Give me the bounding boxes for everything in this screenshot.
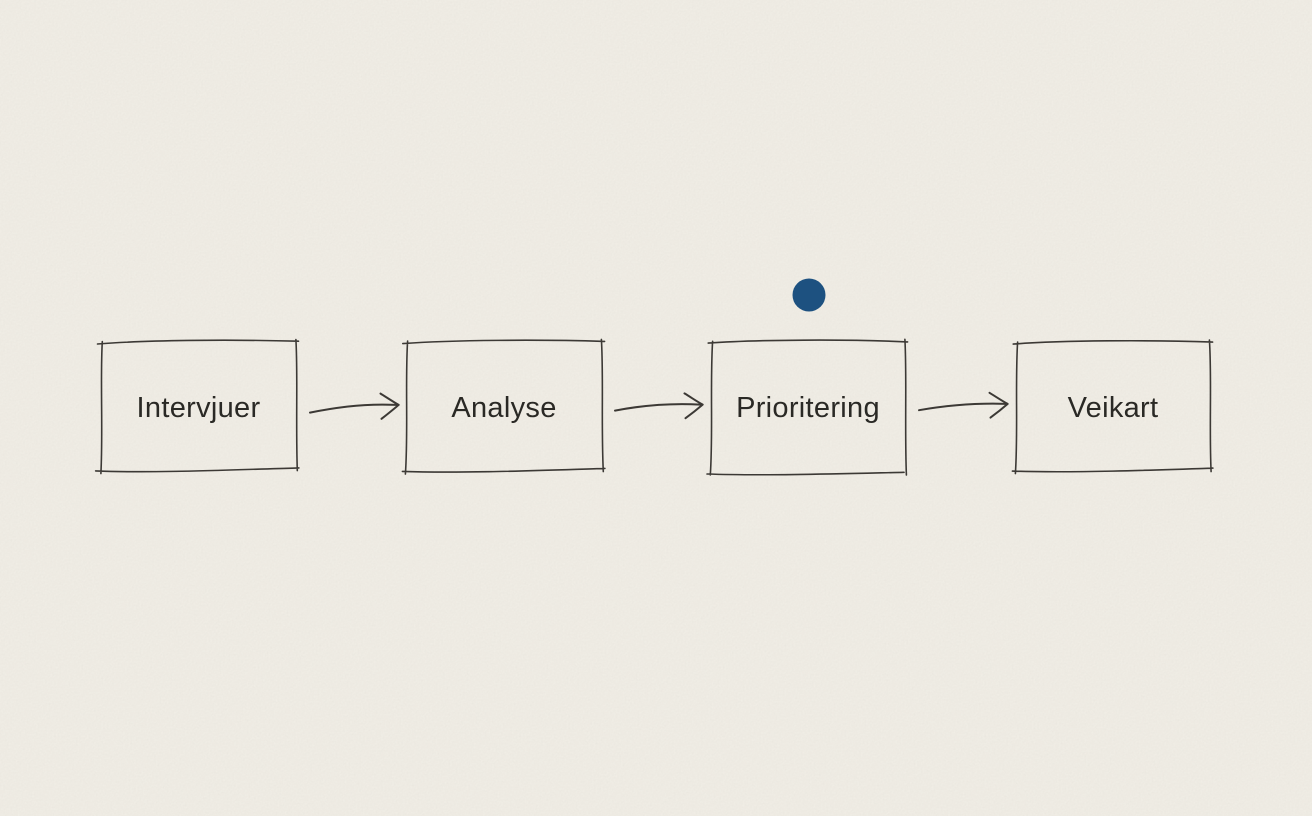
arrow-prioritering-to-veikart-icon (918, 391, 1009, 419)
arrow-intervjuer-to-analyse-icon (309, 392, 400, 420)
node-box-analyse[interactable] (401, 338, 606, 475)
node-label-prioritering: Prioritering (736, 392, 880, 424)
node-label-intervjuer: Intervjuer (137, 392, 261, 424)
node-label-analyse: Analyse (451, 392, 556, 424)
node-box-prioritering[interactable] (706, 338, 909, 476)
node-box-veikart[interactable] (1011, 339, 1214, 475)
connector-arrows (309, 391, 1009, 420)
node-boxes (94, 338, 1214, 476)
node-label-veikart: Veikart (1068, 392, 1159, 424)
node-labels: Intervjuer Analyse Prioritering Veikart (137, 392, 1159, 424)
marker-dot[interactable] (792, 278, 826, 312)
arrow-analyse-to-prioritering-icon (614, 392, 704, 420)
node-box-intervjuer[interactable] (94, 338, 300, 475)
